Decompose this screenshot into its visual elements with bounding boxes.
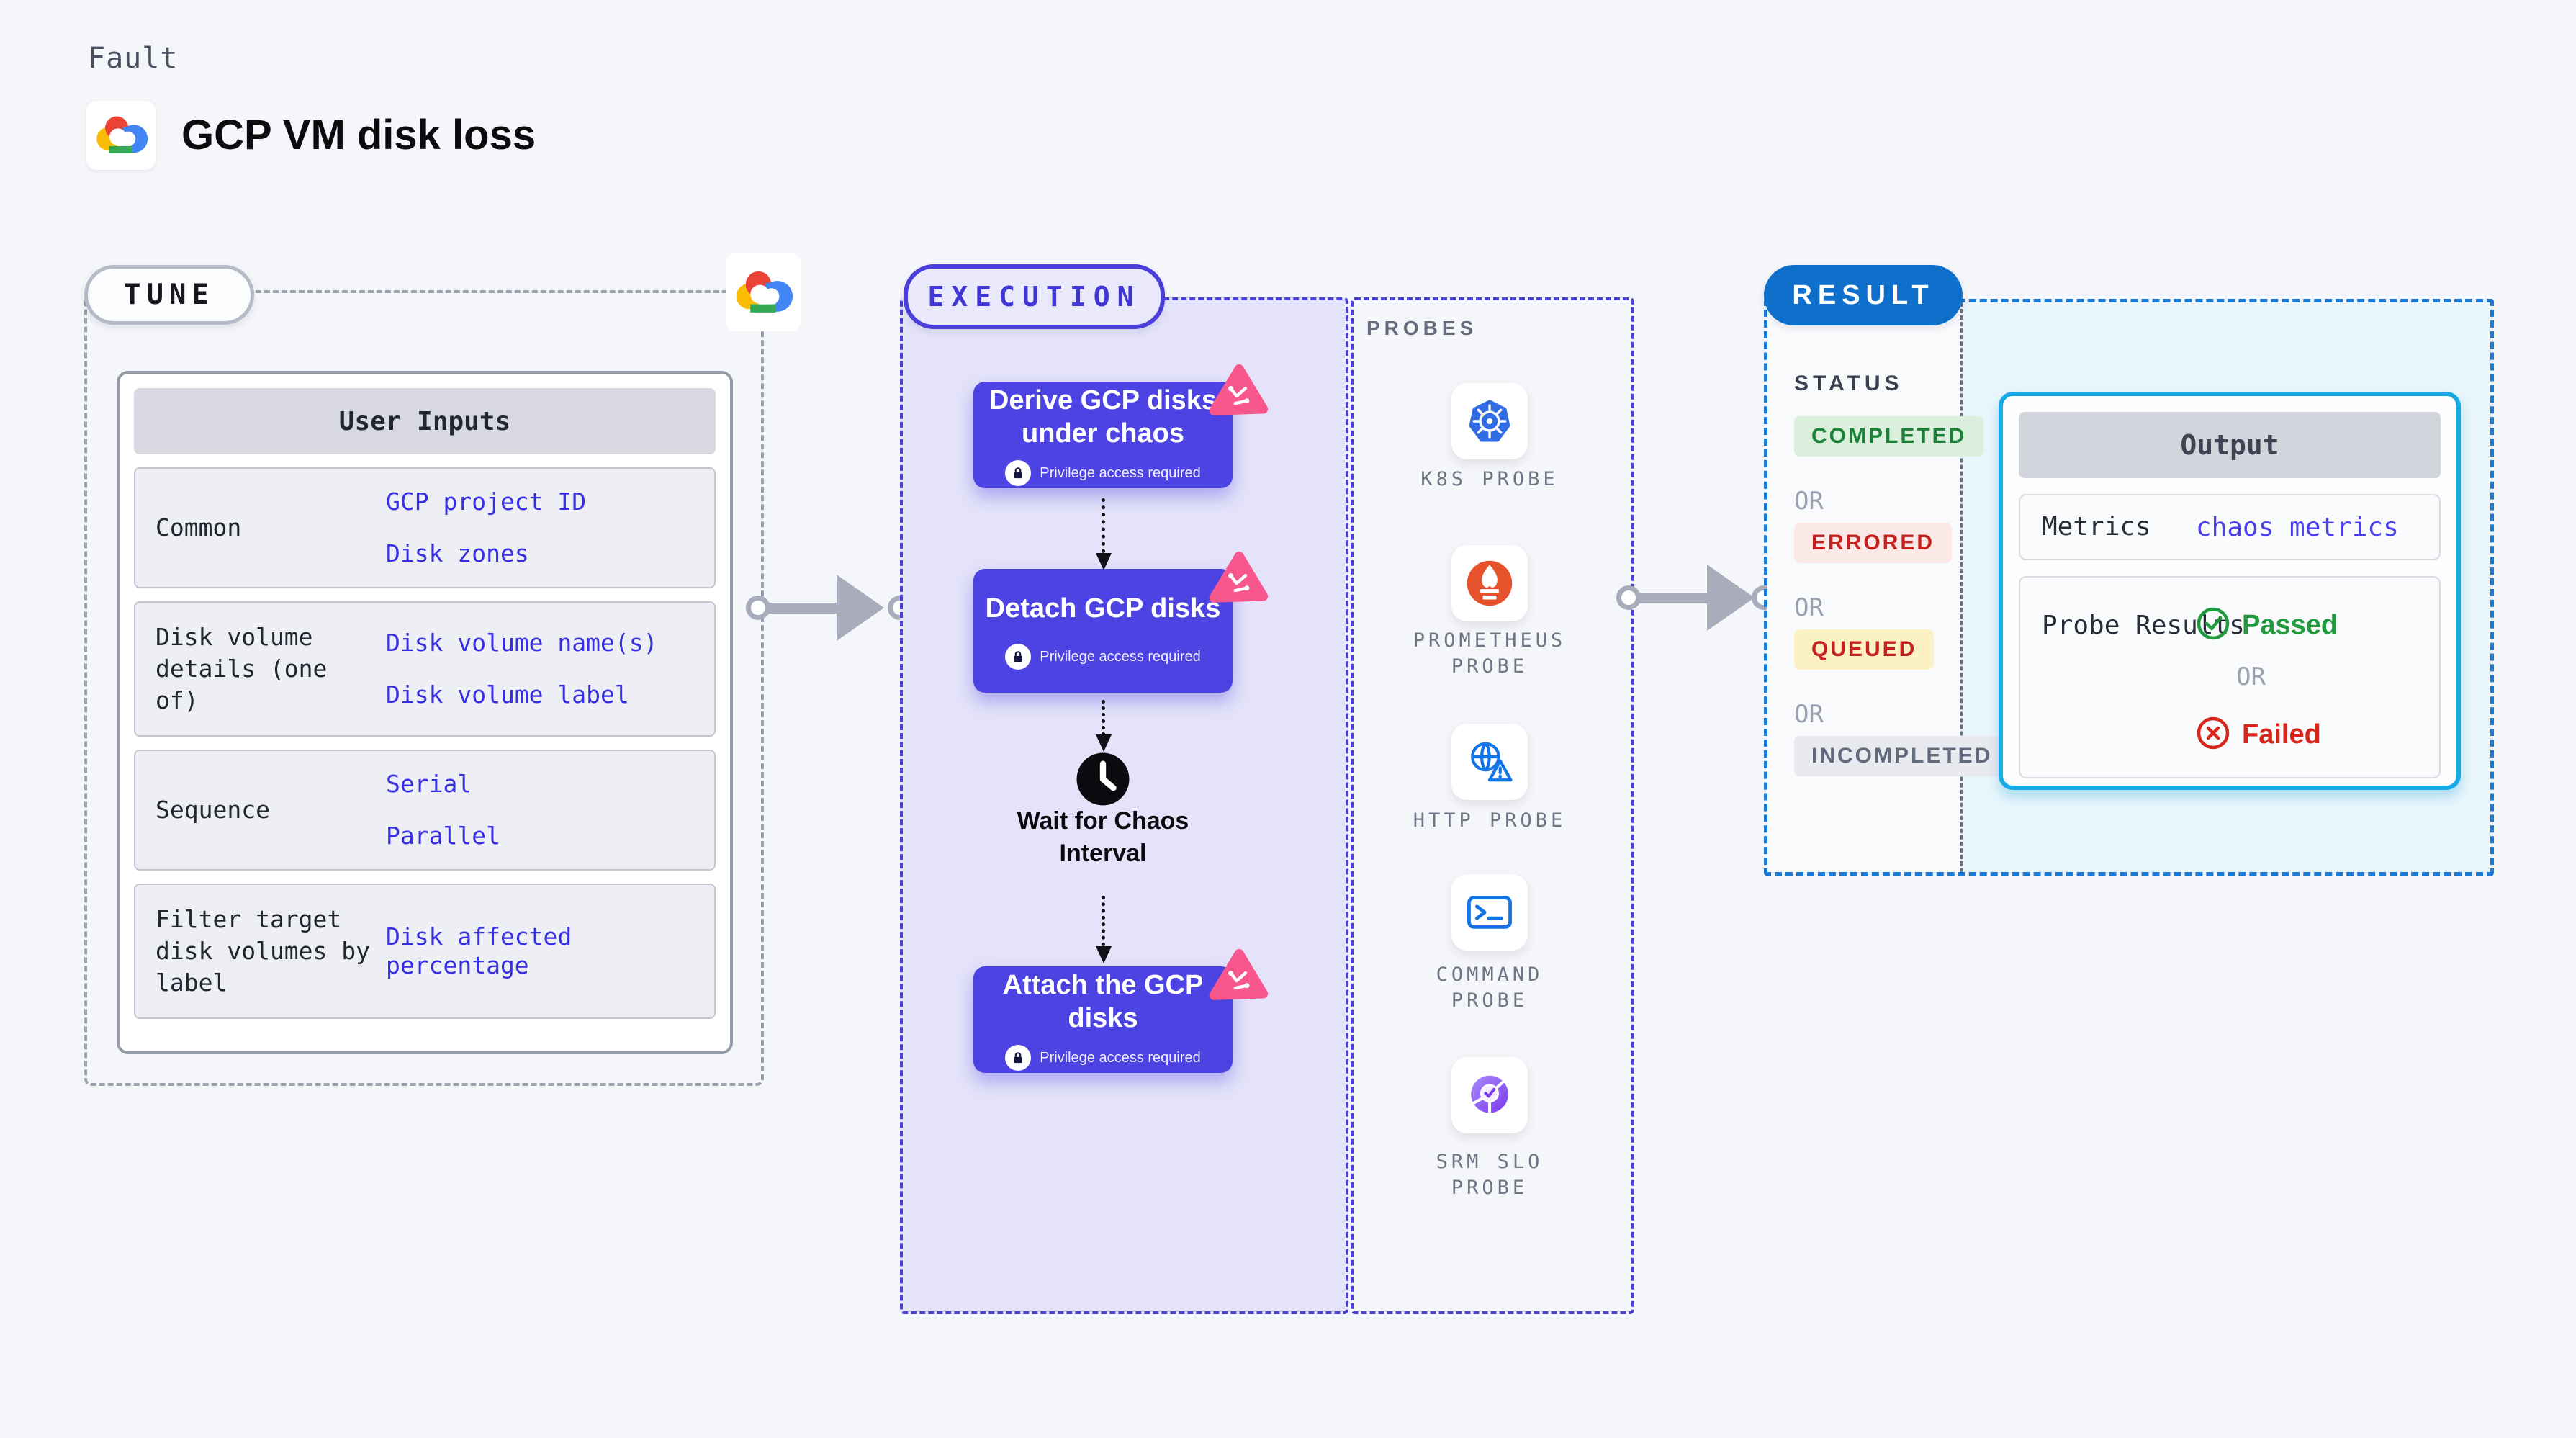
node-attach-gcp-disks[interactable]: Attach the GCP disks Privilege access re… [973, 966, 1233, 1073]
row-value: Disk volume name(s) [386, 629, 658, 657]
check-circle-icon [2196, 606, 2230, 644]
gcp-cloud-icon [94, 110, 148, 161]
kubernetes-icon [1451, 383, 1528, 459]
page-title: GCP VM disk loss [181, 112, 536, 158]
status-column-background [1767, 302, 1960, 872]
clock-icon [1076, 752, 1130, 806]
status-badge-incompleted: INCOMPLETED [1794, 736, 2010, 776]
table-row: Filter target disk volumes by label Disk… [134, 884, 716, 1019]
row-value: GCP project ID [386, 487, 587, 516]
row-value: Parallel [386, 822, 500, 850]
chaos-badge-icon [1205, 360, 1273, 423]
user-inputs-header: User Inputs [134, 388, 716, 454]
probe-results-row: Probe Results Passed OR F [2019, 576, 2441, 778]
probes-section-box [1351, 297, 1634, 1314]
globe-warning-icon [1451, 724, 1528, 800]
tune-section-box [84, 290, 764, 1086]
terminal-icon [1451, 874, 1528, 951]
probe-label: SRM SLO PROBE [1436, 1151, 1544, 1199]
table-row: Sequence Serial Parallel [134, 750, 716, 871]
fault-kind-label: Fault [88, 42, 179, 75]
status-heading: STATUS [1794, 372, 1904, 395]
probe-label: HTTP PROBE [1413, 809, 1567, 832]
result-divider [1960, 302, 1963, 872]
output-panel: Output Metrics chaos metrics Probe Resul… [1999, 392, 2461, 790]
metrics-value: chaos metrics [2196, 512, 2399, 542]
status-badge-queued: QUEUED [1794, 629, 1935, 670]
metrics-row: Metrics chaos metrics [2019, 494, 2441, 560]
user-inputs-card: User Inputs Common GCP project ID Disk z… [117, 371, 733, 1054]
flow-connector-arrowhead [1096, 553, 1112, 570]
row-label: Common [156, 513, 242, 542]
status-badge-errored: ERRORED [1794, 523, 1953, 563]
privilege-note: Privilege access required [1040, 1049, 1201, 1066]
probes-section-label: PROBES [1366, 317, 1478, 339]
probe-results-label: Probe Results [2042, 611, 2245, 640]
row-value: Disk zones [386, 539, 529, 567]
lock-icon [1005, 644, 1032, 670]
or-separator: OR [1794, 487, 1824, 516]
node-title: Attach the GCP disks [1002, 970, 1204, 1033]
node-derive-gcp-disks[interactable]: Derive GCP disks under chaos Privilege a… [973, 382, 1233, 488]
flow-connector-arrowhead [1096, 946, 1112, 963]
prometheus-icon [1451, 545, 1528, 621]
or-separator: OR [1794, 700, 1824, 729]
chaos-badge-icon [1205, 945, 1273, 1007]
chaos-badge-icon [1205, 547, 1273, 610]
metrics-label: Metrics [2042, 512, 2151, 542]
or-separator: OR [1794, 593, 1824, 622]
status-badge-completed: COMPLETED [1794, 416, 1984, 457]
gcp-cloud-icon [733, 265, 793, 320]
lock-icon [1005, 460, 1032, 486]
or-separator: OR [2236, 662, 2266, 691]
row-value: Disk affected percentage [386, 922, 572, 979]
lock-icon [1005, 1045, 1032, 1071]
flow-connector [1102, 896, 1105, 946]
row-value: Disk volume label [386, 680, 629, 709]
node-title: Derive GCP disks under chaos [988, 385, 1217, 449]
privilege-note: Privilege access required [1040, 464, 1201, 481]
table-row: Common GCP project ID Disk zones [134, 467, 716, 588]
passed-label: Passed [2242, 610, 2338, 640]
x-circle-icon [2196, 716, 2230, 754]
row-label: Disk volume details (one of) [156, 623, 328, 714]
execution-section-badge: EXECUTION [904, 264, 1165, 329]
flow-connector [1102, 700, 1105, 736]
failed-label: Failed [2242, 719, 2321, 750]
tune-section-badge: TUNE [84, 265, 254, 325]
row-value: Serial [386, 770, 472, 798]
slo-gauge-icon [1451, 1057, 1528, 1133]
flow-connector [1102, 498, 1105, 553]
probe-label: PROMETHEUS PROBE [1413, 629, 1567, 678]
node-detach-gcp-disks[interactable]: Detach GCP disks Privilege access requir… [973, 569, 1233, 693]
table-row: Disk volume details (one of) Disk volume… [134, 601, 716, 737]
privilege-note: Privilege access required [1040, 648, 1201, 665]
result-section-badge: RESULT [1764, 265, 1963, 325]
wait-step-label: Wait for Chaos Interval [1017, 807, 1189, 867]
probe-label: COMMAND PROBE [1436, 963, 1544, 1012]
gcp-logo-tile [86, 101, 156, 170]
gcp-corner-logo-tile [726, 253, 801, 331]
row-label: Filter target disk volumes by label [156, 905, 371, 997]
output-header: Output [2019, 412, 2441, 478]
flow-connector-arrowhead [1096, 734, 1112, 752]
probe-label: K8S PROBE [1420, 468, 1559, 490]
row-label: Sequence [156, 796, 270, 824]
node-title: Detach GCP disks [985, 593, 1221, 624]
